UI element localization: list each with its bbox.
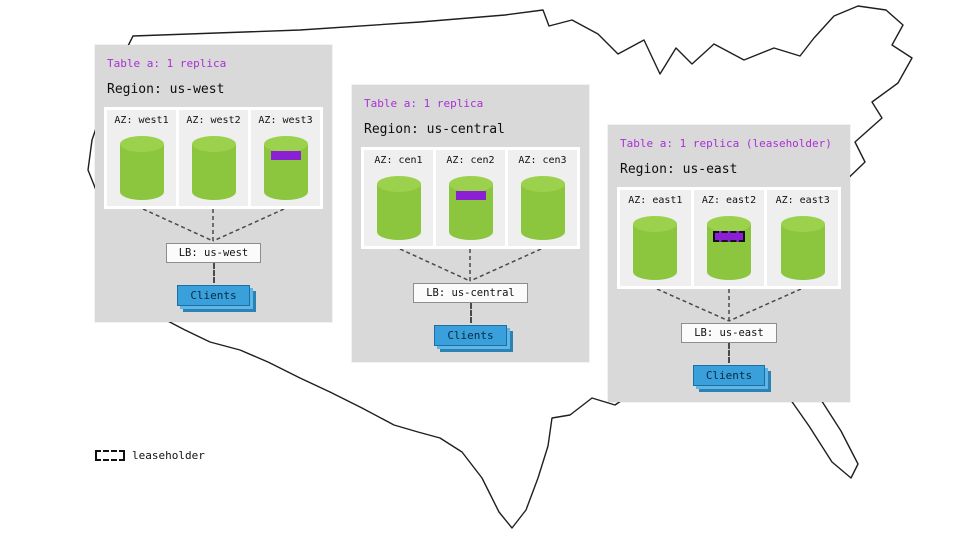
table-replica-label: Table a: 1 replica bbox=[107, 57, 227, 70]
replica-cylinder bbox=[119, 136, 164, 200]
region-title: Region: us-west bbox=[107, 82, 225, 97]
connector-lines bbox=[656, 289, 802, 322]
region-card-us-east: Table a: 1 replica (leaseholder) Region:… bbox=[608, 125, 850, 402]
replica-range-chip bbox=[270, 151, 301, 160]
replica-cylinder bbox=[633, 216, 678, 280]
legend: leaseholder bbox=[95, 449, 205, 462]
az-label: AZ: cen2 bbox=[446, 155, 495, 166]
table-replica-label: Table a: 1 replica (leaseholder) bbox=[620, 137, 832, 150]
region-title: Region: us-east bbox=[620, 162, 738, 177]
leaseholder-range-chip bbox=[713, 231, 745, 242]
az-column: AZ: west3 bbox=[251, 110, 320, 206]
replica-cylinder bbox=[448, 176, 493, 240]
region-title: Region: us-central bbox=[364, 122, 505, 137]
region-card-us-central: Table a: 1 replica Region: us-central AZ… bbox=[352, 85, 589, 362]
az-column: AZ: east2 bbox=[693, 190, 765, 286]
az-panel: AZ: east1 AZ: east2 AZ: east3 bbox=[617, 187, 841, 289]
lb-client-connector bbox=[212, 263, 215, 283]
az-column: AZ: cen1 bbox=[364, 150, 433, 246]
az-column: AZ: east1 bbox=[620, 190, 691, 286]
replica-cylinder bbox=[191, 136, 236, 200]
replica-range-chip bbox=[455, 191, 486, 200]
leaseholder-legend-swatch bbox=[95, 450, 125, 461]
connector-lines bbox=[142, 209, 285, 242]
az-label: AZ: east3 bbox=[775, 195, 830, 206]
lb-client-connector bbox=[469, 303, 472, 323]
az-label: AZ: east1 bbox=[628, 195, 683, 206]
connector-lines bbox=[399, 249, 542, 282]
replica-cylinder bbox=[263, 136, 308, 200]
table-replica-label: Table a: 1 replica bbox=[364, 97, 484, 110]
region-card-us-west: Table a: 1 replica Region: us-west AZ: w… bbox=[95, 45, 332, 322]
az-column: AZ: west1 bbox=[107, 110, 176, 206]
az-column: AZ: cen2 bbox=[436, 150, 505, 246]
replica-cylinder bbox=[780, 216, 825, 280]
replica-cylinder bbox=[707, 216, 751, 280]
az-panel: AZ: cen1 AZ: cen2 AZ: cen3 bbox=[361, 147, 580, 249]
az-column: AZ: cen3 bbox=[508, 150, 577, 246]
leaseholder-legend-label: leaseholder bbox=[132, 449, 205, 462]
clients-box: Clients bbox=[692, 365, 766, 386]
lb-client-connector bbox=[728, 343, 730, 363]
az-label: AZ: cen1 bbox=[374, 155, 423, 166]
az-label: AZ: west1 bbox=[114, 115, 169, 126]
load-balancer-box: LB: us-central bbox=[413, 283, 528, 303]
replica-cylinder bbox=[520, 176, 565, 240]
clients-box: Clients bbox=[177, 285, 250, 306]
clients-box: Clients bbox=[434, 325, 507, 346]
az-label: AZ: west3 bbox=[258, 115, 313, 126]
az-column: AZ: west2 bbox=[179, 110, 248, 206]
replica-cylinder bbox=[376, 176, 421, 240]
az-panel: AZ: west1 AZ: west2 AZ: west3 bbox=[104, 107, 323, 209]
az-label: AZ: east2 bbox=[701, 195, 757, 206]
load-balancer-box: LB: us-east bbox=[681, 323, 777, 343]
load-balancer-box: LB: us-west bbox=[165, 243, 262, 263]
az-label: AZ: cen3 bbox=[518, 155, 567, 166]
az-column: AZ: east3 bbox=[767, 190, 839, 286]
az-label: AZ: west2 bbox=[186, 115, 241, 126]
